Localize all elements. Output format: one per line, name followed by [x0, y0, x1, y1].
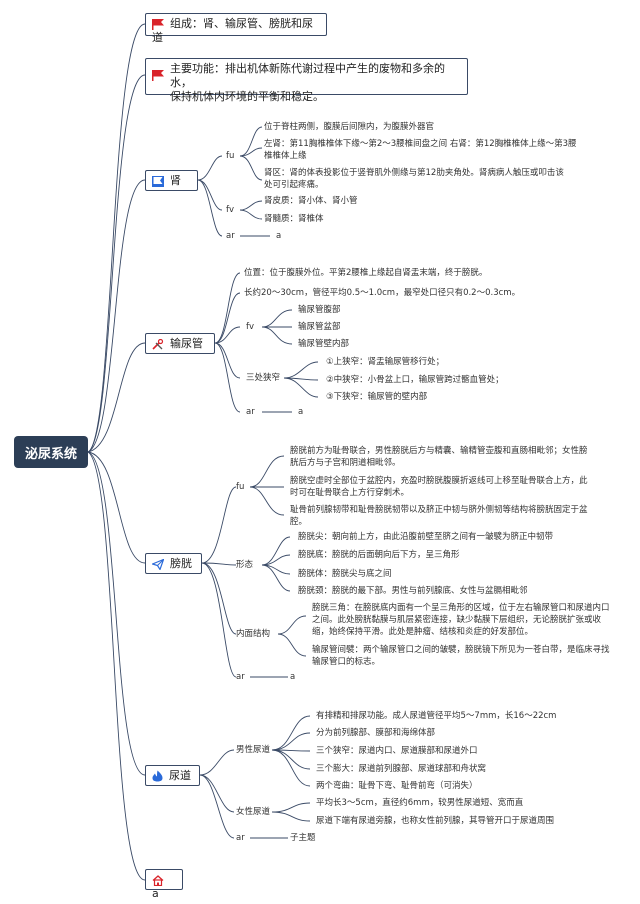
- urethra-ar-label: ar: [236, 833, 245, 843]
- red-flag-icon: [152, 18, 164, 30]
- bladder-shape-label: 形态: [236, 560, 254, 570]
- kidney-fu-item: 位于脊柱两侧，腹膜后间隙内，为腹膜外器官: [264, 122, 435, 132]
- link-kidney: [87, 179, 146, 453]
- urethra-male-item: 三个膨大：尿道前列腺部、尿道球部和舟状窝: [316, 764, 487, 774]
- kidney-fu-item: 左肾：第11胸椎椎体下缘～第2～3腰椎间盘之间 右肾：第12胸椎椎体上缘～第3腰: [264, 139, 577, 149]
- urethra-male-item: 有排精和排尿功能。成人尿道管径平均5～7mm，长16～22cm: [316, 711, 557, 721]
- ureter-narrow-item: ①上狭窄：肾盂输尿管移行处；: [326, 357, 445, 367]
- ureter-ar-label: ar: [246, 407, 255, 417]
- urethra-male-item: 两个弯曲：耻骨下弯、耻骨前弯（可消失）: [316, 781, 478, 791]
- function-line-1: 主要功能：排出机体新陈代谢过程中产生的废物和多余的水，: [170, 62, 445, 89]
- composition-label: 组成：肾、输尿管、膀胱和尿道: [152, 17, 313, 44]
- bladder-inner-item: 输尿管间襞：两个输尿管口之间的皱襞，膀胱镜下所见为一苍白带，是临床寻找: [312, 645, 610, 655]
- kidney-ar-value: a: [276, 231, 282, 241]
- urethra-male-item: 分为前列腺部、膜部和海绵体部: [316, 728, 436, 738]
- last-label: a: [152, 887, 159, 900]
- ureter-fv-item: 输尿管盆部: [298, 322, 341, 332]
- bladder-ar-value: a: [290, 672, 296, 682]
- kidney-fv-item: 肾皮质：肾小体、肾小管: [264, 196, 358, 206]
- urethra-male-item: 三个狭窄：尿道内口、尿道膜部和尿道外口: [316, 746, 478, 756]
- root-node[interactable]: 泌尿系统: [14, 436, 88, 468]
- bladder-fu-item: 膀胱空虚时全部位于盆腔内，充盈时膀胱腹膜折返线可上移至耻骨联合上方，此: [290, 476, 588, 486]
- ureter-fv-label: fv: [246, 322, 255, 332]
- bladder-inner-item: 缩，始终保持平滑。此处是肿瘤、结核和炎症的好发部位。: [312, 627, 534, 637]
- last-node[interactable]: a: [145, 869, 183, 900]
- blue-flag-icon: [152, 175, 164, 187]
- urethra-female-item: 平均长3～5cm，直径约6mm，较男性尿道短、宽而直: [316, 798, 524, 808]
- link-urethra: [87, 451, 146, 776]
- function-line-2: 保持机体内环境的平衡和稳定。: [170, 90, 324, 103]
- kidney-fu-label: fu: [226, 151, 235, 161]
- kidney-fu-item: 椎椎体上缘: [264, 151, 307, 161]
- ureter-fv-item: 输尿管腹部: [298, 305, 341, 315]
- link-last: [87, 451, 146, 881]
- bladder-node[interactable]: 膀胱: [145, 553, 202, 574]
- flame-icon: [152, 770, 163, 782]
- bladder-inner-label: 内面结构: [236, 629, 271, 639]
- bladder-inner-item: 之间。此处膀胱黏膜与肌层紧密连接，缺少黏膜下层组织，无论膀胱扩张或收: [312, 615, 602, 625]
- urethra-female-item: 尿道下端有尿道旁腺，也称女性前列腺，其导管开口于尿道周围: [316, 816, 555, 826]
- bladder-fu-item: 时可在耻骨联合上方行穿刺术。: [290, 488, 410, 498]
- ureter-node[interactable]: 输尿管: [145, 333, 215, 354]
- function-node[interactable]: 主要功能：排出机体新陈代谢过程中产生的废物和多余的水， 保持机体内环境的平衡和稳…: [145, 58, 468, 103]
- bladder-fu-item: 胱后方与子宫和阴道相毗邻。: [290, 458, 401, 468]
- bladder-shape-item: 膀胱体：膀胱尖与底之间: [298, 569, 392, 579]
- bladder-ar-label: ar: [236, 672, 245, 682]
- ureter-ar-value: a: [298, 407, 304, 417]
- ureter-narrow-label: 三处狭窄: [246, 373, 281, 383]
- bladder-fu-label: fu: [236, 482, 245, 492]
- link-ureter: [87, 342, 146, 453]
- root-label: 泌尿系统: [24, 446, 77, 462]
- ureter-narrow-item: ②中狭窄：小骨盆上口，输尿管跨过髂血管处；: [326, 375, 504, 385]
- link-b2: [87, 74, 146, 453]
- red-flag-icon: [152, 70, 164, 81]
- bladder-fu-item: 耻骨前列腺韧带和耻骨膀胱韧带以及脐正中韧与脐外侧韧等结构将膀胱固定于盆: [290, 505, 588, 515]
- ureter-position: 位置：位于腹膜外位。平第2腰椎上缘起自肾盂末端，终于膀胱。: [244, 268, 488, 278]
- kidney-ar-label: ar: [226, 231, 235, 241]
- kidney-fu-item: 处可引起疼痛。: [264, 180, 324, 190]
- kidney-node[interactable]: 肾: [145, 170, 198, 191]
- urethra-label: 尿道: [169, 769, 191, 782]
- kidney-label: 肾: [170, 174, 181, 187]
- bladder-inner-item: 输尿管口的标志。: [312, 657, 381, 667]
- bladder-shape-item: 膀胱底：膀胱的后面朝向后下方，呈三角形: [298, 550, 460, 560]
- paper-plane-icon: [152, 558, 164, 570]
- ureter-fv-item: 输尿管壁内部: [298, 339, 350, 349]
- urethra-male-label: 男性尿道: [236, 745, 271, 755]
- link-b1: [87, 23, 146, 453]
- bladder-label: 膀胱: [170, 557, 192, 570]
- urethra-node[interactable]: 尿道: [145, 765, 200, 786]
- house-icon: [152, 874, 164, 886]
- tools-icon: [152, 338, 164, 350]
- bladder-fu-item: 腔。: [290, 517, 308, 527]
- bladder-fu-item: 膀胱前方为耻骨联合，男性膀胱后方与精囊、输精管壶腹和直肠相毗邻；女性膀: [290, 446, 588, 456]
- ureter-length: 长约20～30cm，管径平均0.5～1.0cm，最窄处口径只有0.2～0.3cm…: [244, 288, 521, 298]
- composition-node[interactable]: 组成：肾、输尿管、膀胱和尿道: [145, 13, 327, 44]
- link-bladder: [87, 451, 146, 564]
- kidney-fu-item: 肾区：肾的体表投影位于竖脊肌外侧缘与第12肋夹角处。肾病病人触压或叩击该: [264, 168, 564, 178]
- bladder-inner-item: 膀胱三角：在膀胱底内面有一个呈三角形的区域，位于左右输尿管口和尿道内口: [312, 603, 610, 613]
- kidney-fv-label: fv: [226, 205, 235, 215]
- urethra-female-label: 女性尿道: [236, 807, 271, 817]
- ureter-narrow-item: ③下狭窄：输尿管的壁内部: [326, 392, 428, 402]
- urethra-ar-value: 子主题: [290, 833, 316, 843]
- bladder-shape-item: 膀胱颈：膀胱的最下部。男性与前列腺底、女性与盆膈相毗邻: [298, 586, 528, 596]
- ureter-label: 输尿管: [170, 337, 203, 350]
- kidney-fv-item: 肾髓质：肾椎体: [264, 214, 324, 224]
- bladder-shape-item: 膀胱尖：朝向前上方，由此沿腹前壁至脐之间有一皱襞为脐正中韧带: [298, 532, 554, 542]
